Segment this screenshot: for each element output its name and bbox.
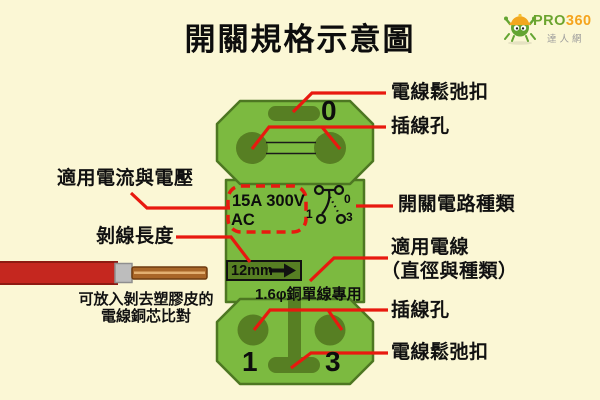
circuit-symbol-1: 1 xyxy=(306,207,313,221)
wire-note-line1: 可放入剝去塑膠皮的 xyxy=(78,291,214,308)
label-release-top: 電線鬆弛扣 xyxy=(391,82,489,103)
pro360-wordmark: PRO360 xyxy=(533,13,592,29)
stripped-wire-illustration xyxy=(0,261,208,285)
wire-sheath-edge xyxy=(114,262,133,284)
top-slot-lines xyxy=(266,141,316,155)
brand-tagline: 達人網 xyxy=(547,34,585,45)
label-wire-type-line1: 適用電線 xyxy=(391,237,470,258)
callout-line-strip xyxy=(176,235,252,263)
circuit-symbol-0: 0 xyxy=(344,192,351,206)
rating-text-line2: AC xyxy=(231,211,255,229)
label-current-voltage: 適用電流與電壓 xyxy=(57,168,194,189)
terminal-number-0: 0 xyxy=(321,95,337,126)
strip-arrow-shaft xyxy=(269,268,285,273)
pro360-mascot-icon xyxy=(504,13,536,45)
callout-line-hole-bottom-left xyxy=(252,308,388,331)
callout-line-hole-top-left xyxy=(250,125,386,150)
circuit-symbol-3: 3 xyxy=(346,210,353,224)
label-hole-bottom: 插線孔 xyxy=(391,300,450,321)
terminal-number-3: 3 xyxy=(325,346,341,377)
label-strip-length: 剝線長度 xyxy=(96,226,175,247)
brand-pro: PRO xyxy=(533,13,566,29)
bottom-channel-bar xyxy=(288,300,301,360)
wire-insulation xyxy=(0,261,118,285)
label-release-bottom: 電線鬆弛扣 xyxy=(391,342,489,363)
rating-text-line1: 15A 300V xyxy=(232,192,305,210)
brand-360: 360 xyxy=(565,13,592,29)
label-wire-type-line2: （直徑與種類） xyxy=(381,261,518,282)
wire-spec-text: 1.6φ銅單線專用 xyxy=(255,286,362,303)
strip-arrow-head-icon xyxy=(284,263,296,278)
switch-mid-body xyxy=(224,178,366,304)
wire-copper-highlight xyxy=(134,271,205,274)
wire-release-slot-top xyxy=(268,106,320,121)
rating-dashed-box xyxy=(226,184,308,234)
page-title: 開關規格示意圖 xyxy=(184,22,416,57)
terminal-number-1: 1 xyxy=(242,346,258,377)
label-circuit-type: 開關電路種類 xyxy=(398,194,516,215)
callout-line-hole-bottom-right xyxy=(326,309,344,331)
wire-note-line2: 電線銅芯比對 xyxy=(100,308,191,325)
strip-gauge-box xyxy=(226,260,302,281)
label-hole-top: 插線孔 xyxy=(391,116,450,137)
circuit-symbol-icon xyxy=(313,184,347,225)
callout-line-wirespec xyxy=(308,256,388,283)
switch-features xyxy=(236,106,346,373)
insertion-hole-top-right xyxy=(314,132,346,164)
callout-line-release-bottom xyxy=(290,351,388,370)
callout-line-hole-top-right xyxy=(320,125,342,151)
callout-line-release-top xyxy=(291,91,386,114)
strip-length-value: 12mm xyxy=(231,263,273,279)
callout-lines xyxy=(129,91,393,370)
callout-line-rating xyxy=(129,191,230,210)
